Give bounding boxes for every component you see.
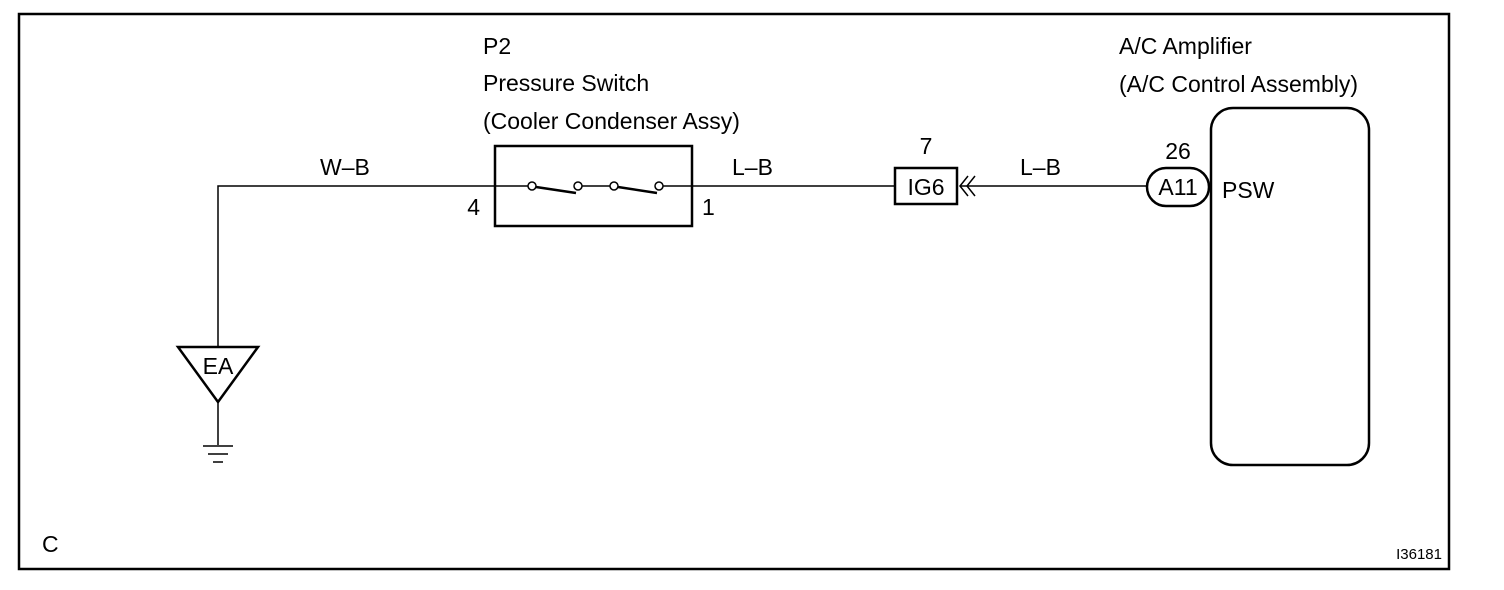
amplifier-name: A/C Amplifier: [1119, 33, 1252, 59]
amplifier-connector-label: A11: [1158, 174, 1197, 200]
ground-point-label: EA: [203, 353, 234, 379]
junction-connector-box: [893, 166, 959, 206]
switch-contacts-icon: [495, 181, 692, 195]
ground-point-symbol: [175, 345, 261, 405]
switch-pin-left: 4: [467, 194, 480, 220]
wire-label-switch-junction: L–B: [732, 154, 773, 180]
junction-pin-number: 7: [920, 133, 933, 159]
amplifier-pin-number: 26: [1165, 138, 1191, 164]
ground-icon: [203, 445, 233, 463]
amplifier-subname: (A/C Control Assembly): [1119, 71, 1358, 97]
wire-label-junction-amplifier: L–B: [1020, 154, 1061, 180]
wire-label-ground: W–B: [320, 154, 370, 180]
corner-label: C: [42, 531, 59, 557]
diagram-frame: [17, 12, 1451, 571]
junction-connector-label: IG6: [907, 174, 944, 200]
switch-pin-right: 1: [702, 194, 715, 220]
switch-ref: P2: [483, 33, 511, 59]
figure-id: I36181: [1396, 546, 1442, 563]
switch-subname: (Cooler Condenser Assy): [483, 108, 740, 134]
switch-name: Pressure Switch: [483, 70, 649, 96]
amplifier-connector-oval: [1145, 166, 1211, 208]
wire-ground: [217, 185, 495, 346]
amplifier-terminal-label: PSW: [1222, 177, 1275, 203]
amplifier-box: [1209, 106, 1371, 467]
